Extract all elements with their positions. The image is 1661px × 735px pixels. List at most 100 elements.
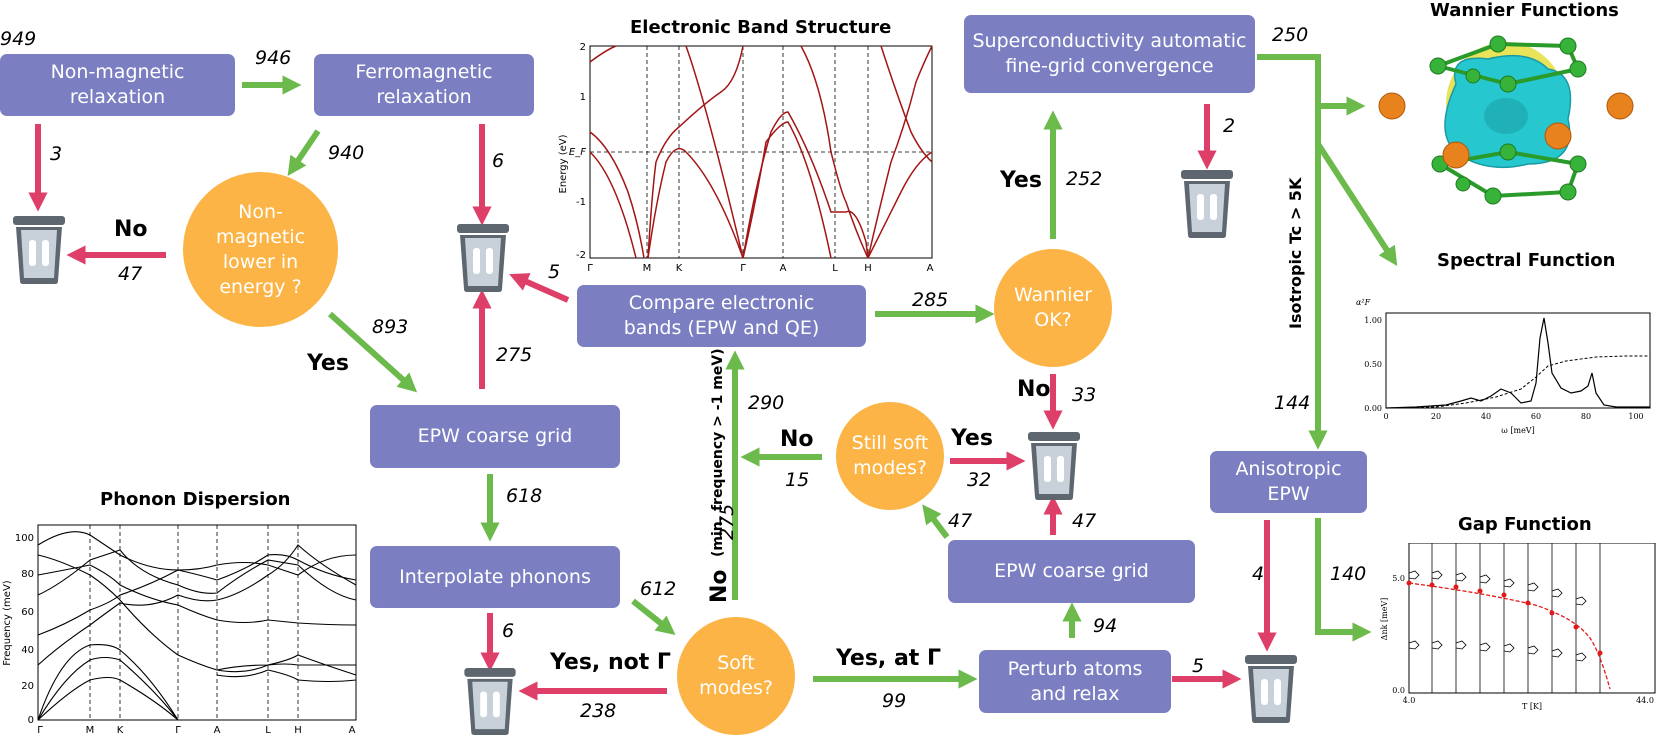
count-4: 4 — [1252, 563, 1265, 585]
count-5a: 5 — [548, 261, 561, 283]
title-phonon-dispersion: Phonon Dispersion — [100, 489, 291, 510]
count-949: 949 — [0, 28, 37, 50]
phonon-xtick-6: L — [265, 725, 271, 735]
count-238: 238 — [580, 700, 617, 722]
arrow-decision-to-epw — [327, 311, 418, 393]
spectral-xtick-4: 60 — [1531, 412, 1541, 421]
title-wannier-functions: Wannier Functions — [1430, 0, 1619, 21]
label-yes-wannier: Yes — [1000, 168, 1042, 193]
band-xtick-3: K — [676, 263, 683, 274]
count-15: 15 — [785, 469, 810, 491]
label-no-soft-modes: No — [707, 569, 732, 603]
count-946: 946 — [255, 47, 292, 69]
phonon-xtick-8: A — [349, 725, 356, 735]
count-140: 140 — [1330, 563, 1367, 585]
phonon-xtick-7: H — [294, 725, 302, 735]
band-ytick-4: -1 — [576, 197, 586, 208]
count-32: 32 — [967, 469, 992, 491]
arrow-ferro-to-decision — [287, 129, 321, 176]
node-epw-coarse-grid-2: EPW coarse grid — [948, 540, 1195, 603]
spectral-xtick-5: 80 — [1581, 412, 1591, 421]
phonon-ytick-4: 40 — [21, 645, 34, 656]
phonon-dispersion-plot: Frequency (meV) 100 80 60 40 20 0 Γ M K … — [2, 524, 357, 735]
band-xtick-2: M — [643, 263, 652, 274]
arrow-interp-to-soft — [631, 598, 676, 635]
phonon-xtick-2: M — [86, 725, 95, 735]
count-6a: 6 — [492, 150, 505, 172]
count-940: 940 — [328, 142, 365, 164]
label-no-still-soft: No — [780, 427, 814, 452]
trash-can-icon — [457, 224, 509, 292]
spectral-xlabel: ω [meV] — [1501, 426, 1534, 435]
title-gap-function: Gap Function — [1458, 514, 1592, 535]
count-3: 3 — [50, 143, 63, 165]
node-superconductivity-convergence: Superconductivity automatic fine-grid co… — [964, 15, 1255, 93]
arrow-to-spectral-panel — [1315, 142, 1398, 267]
band-ytick-1: 2 — [580, 42, 586, 53]
count-5b: 5 — [1192, 655, 1205, 677]
node-ferromagnetic-relaxation: Ferromagnetic relaxation — [314, 54, 534, 116]
node-compare-bands: Compare electronic bands (EPW and QE) — [577, 285, 866, 347]
count-250: 250 — [1272, 24, 1309, 46]
band-ytick-5: -2 — [576, 250, 586, 261]
band-xtick-8: A — [927, 263, 934, 274]
wannier-function-image — [1378, 35, 1634, 205]
spectral-xtick-3: 40 — [1481, 412, 1491, 421]
trash-can-icon — [13, 216, 65, 284]
band-xtick-4: Γ — [740, 263, 746, 274]
node-epw-coarse-grid-1: EPW coarse grid — [370, 405, 620, 468]
spectral-xtick-6: 100 — [1628, 412, 1643, 421]
spectral-ytick-1: 1.00 — [1364, 316, 1382, 325]
label-no-wannier: No — [1017, 377, 1051, 402]
phonon-xtick-5: A — [214, 725, 221, 735]
label-no-nonmag: No — [114, 217, 148, 242]
label-isotropic-tc: Isotropic Tc > 5K — [1286, 177, 1305, 329]
gap-ytick-1: 5.0 — [1392, 574, 1405, 583]
arrow-epw2-to-stillsoft — [922, 504, 950, 539]
phonon-ytick-6: 0 — [28, 715, 34, 726]
gap-xtick-1: 4.0 — [1403, 696, 1416, 705]
count-612: 612 — [640, 578, 677, 600]
title-electronic-band-structure: Electronic Band Structure — [630, 17, 892, 38]
count-47c: 47 — [948, 510, 973, 532]
spectral-function-plot: α²F 1.00 0.50 0.00 0 20 40 60 80 100 ω [… — [1356, 298, 1651, 435]
count-252: 252 — [1066, 168, 1103, 190]
phonon-xtick-4: Γ — [175, 725, 181, 735]
trash-can-icon — [1028, 432, 1080, 500]
node-anisotropic-epw: Anisotropic EPW — [1210, 451, 1367, 513]
phonon-xtick-1: Γ — [37, 725, 43, 735]
count-47b: 47 — [1072, 510, 1097, 532]
node-interpolate-phonons: Interpolate phonons — [370, 546, 620, 608]
band-xtick-6: L — [832, 263, 838, 274]
gap-ytick-2: 0.0 — [1392, 686, 1405, 695]
label-yes-not-gamma: Yes, not Γ — [550, 650, 671, 675]
band-structure-plot: Energy (eV) 2 1 E_F -1 -2 Γ M K Γ A L H … — [558, 42, 934, 274]
phonon-ytick-2: 80 — [21, 569, 34, 580]
arrow-aniso-to-gap — [1315, 518, 1372, 642]
phonon-ylabel: Frequency (meV) — [2, 580, 13, 665]
spectral-xtick-2: 20 — [1431, 412, 1441, 421]
count-618: 618 — [506, 485, 543, 507]
gap-ylabel: Δnk [meV] — [1380, 598, 1389, 641]
node-perturb-atoms: Perturb atoms and relax — [979, 650, 1171, 713]
count-275a: 275 — [496, 344, 533, 366]
count-94: 94 — [1093, 615, 1118, 637]
count-285: 285 — [912, 289, 949, 311]
label-yes-nonmag: Yes — [307, 351, 349, 376]
gap-function-plot: Δnk [meV] 5.0 0.0 4.0 44.0 T [K] — [1380, 543, 1656, 711]
phonon-ytick-5: 20 — [21, 681, 34, 692]
node-nonmagnetic-relaxation: Non-magnetic relaxation — [0, 54, 235, 116]
trash-can-icon — [1181, 170, 1233, 238]
count-6b: 6 — [502, 620, 515, 642]
decision-nonmagnetic-lower: Non- magnetic lower in energy ? — [183, 172, 338, 327]
title-spectral-function: Spectral Function — [1437, 250, 1616, 271]
spectral-xtick-1: 0 — [1383, 412, 1388, 421]
arrow-compare-to-trash — [509, 273, 570, 303]
trash-can-icon — [1245, 655, 1297, 723]
phonon-xtick-3: K — [117, 725, 124, 735]
count-290: 290 — [748, 392, 785, 414]
phonon-ytick-3: 60 — [21, 607, 34, 618]
decision-soft-modes: Soft modes? — [677, 617, 795, 735]
band-xtick-5: A — [780, 263, 787, 274]
